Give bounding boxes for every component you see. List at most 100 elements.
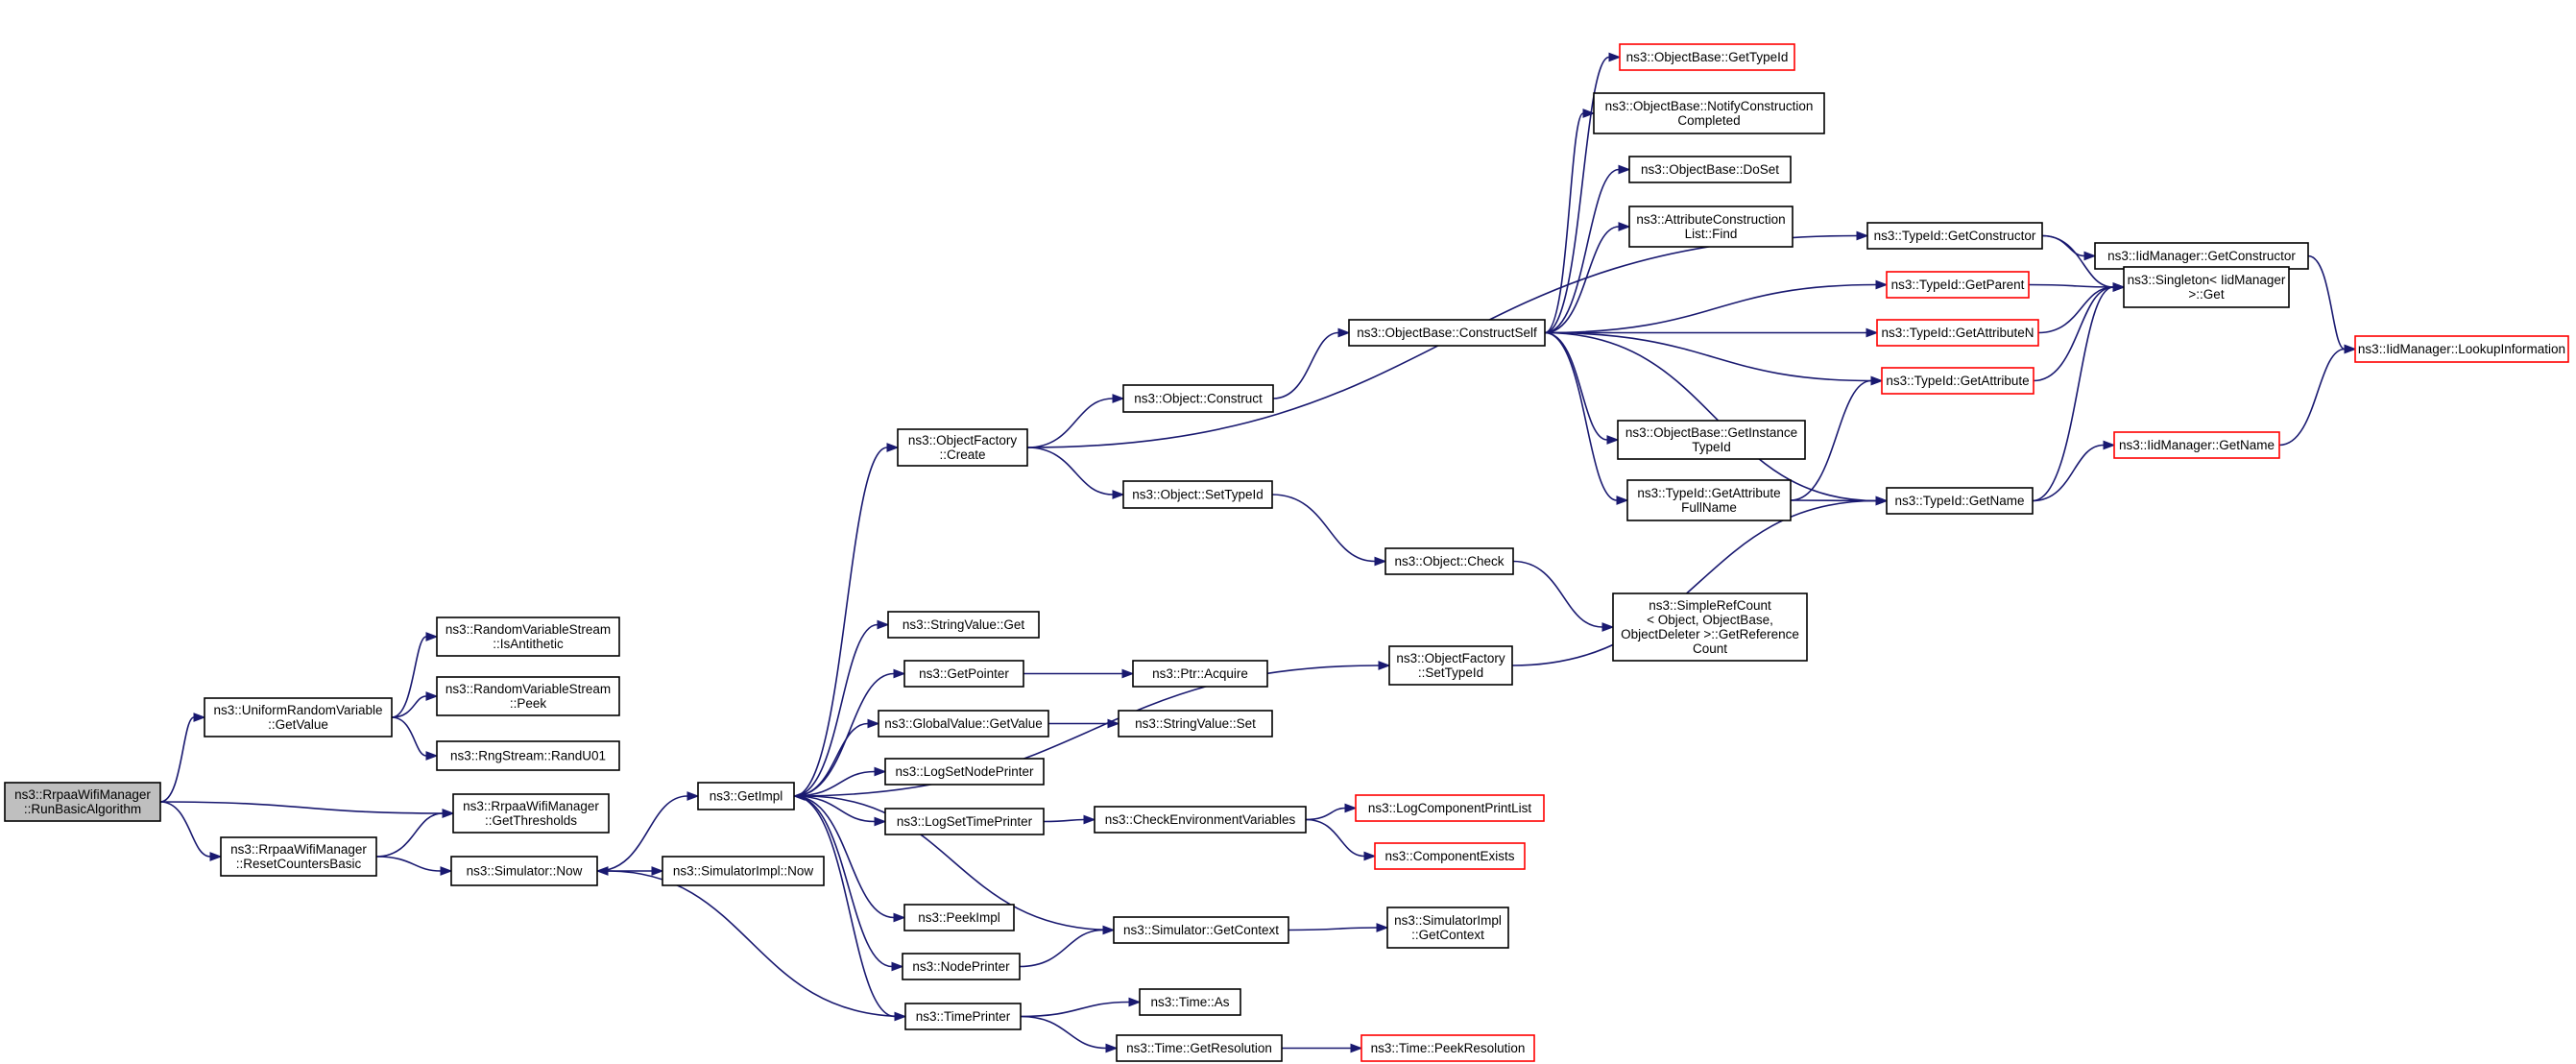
- node-obj-construct[interactable]: ns3::Object::Construct: [1122, 384, 1274, 413]
- edge-line: [793, 795, 893, 968]
- edge-line: [1544, 283, 1877, 334]
- node-obj-check[interactable]: ns3::Object::Check: [1384, 547, 1514, 575]
- node-simimpl-now[interactable]: ns3::SimulatorImpl::Now: [662, 856, 825, 886]
- node-typeid-getconstructor[interactable]: ns3::TypeId::GetConstructor: [1866, 222, 2043, 250]
- node-box: [903, 904, 1015, 931]
- node-logsetnodeprinter[interactable]: ns3::LogSetNodePrinter: [884, 758, 1045, 786]
- arrowhead: [1374, 556, 1387, 567]
- node-stringvalue-get[interactable]: ns3::StringValue::Get: [887, 611, 1040, 639]
- node-globalvalue-getvalue[interactable]: ns3::GlobalValue::GetValue: [878, 710, 1049, 738]
- node-time-as[interactable]: ns3::Time::As: [1139, 988, 1241, 1016]
- node-rng-randu01[interactable]: ns3::RngStream::RandU01: [436, 740, 620, 771]
- node-iid-getconstructor[interactable]: ns3::IidManager::GetConstructor: [2094, 242, 2309, 270]
- node-rvs-peek[interactable]: ns3::RandomVariableStream::Peek: [436, 676, 620, 716]
- node-urv-getvalue[interactable]: ns3::UniformRandomVariable::GetValue: [204, 697, 393, 738]
- arrowhead: [1606, 435, 1620, 445]
- node-label: ns3::PeekImpl: [918, 910, 1000, 925]
- edge-line: [391, 695, 427, 718]
- edge-line: [2028, 283, 2114, 288]
- node-checkenv[interactable]: ns3::CheckEnvironmentVariables: [1094, 806, 1307, 834]
- node-box: [436, 676, 620, 716]
- node-getimpl[interactable]: ns3::GetImpl: [697, 782, 795, 810]
- node-label: ns3::Singleton< IidManager: [2128, 273, 2286, 287]
- node-rrpaa-reset[interactable]: ns3::RrpaaWifiManager::ResetCountersBasi…: [220, 836, 377, 877]
- node-label: ns3::Simulator::Now: [467, 864, 583, 879]
- node-label: ns3::GlobalValue::GetValue: [884, 716, 1043, 731]
- node-typeid-getattr[interactable]: ns3::TypeId::GetAttribute: [1881, 367, 2034, 395]
- node-stringvalue-set[interactable]: ns3::StringValue::Set: [1118, 710, 1273, 738]
- node-simplerefcount[interactable]: ns3::SimpleRefCount< Object, ObjectBase,…: [1612, 592, 1808, 662]
- node-objfact-settypeid[interactable]: ns3::ObjectFactory::SetTypeId: [1388, 645, 1513, 686]
- node-rrpaa-getthr[interactable]: ns3::RrpaaWifiManager::GetThresholds: [452, 793, 610, 834]
- node-label: ObjectDeleter >::GetReference: [1621, 627, 1799, 641]
- arrowhead: [193, 713, 206, 722]
- node-label: ns3::StringValue::Get: [903, 617, 1025, 632]
- node-box: [897, 428, 1028, 467]
- node-logcomponentprintlist[interactable]: ns3::LogComponentPrintList: [1355, 794, 1545, 822]
- node-typeid-getattrn[interactable]: ns3::TypeId::GetAttributeN: [1876, 319, 2039, 347]
- node-box: [902, 953, 1021, 980]
- node-nodeprinter[interactable]: ns3::NodePrinter: [902, 953, 1021, 980]
- node-objbase-notify[interactable]: ns3::ObjectBase::NotifyConstructionCompl…: [1593, 92, 1825, 134]
- node-objbase-constructself[interactable]: ns3::ObjectBase::ConstructSelf: [1348, 319, 1546, 347]
- node-time-peekres[interactable]: ns3::Time::PeekResolution: [1360, 1034, 1535, 1062]
- edge-line: [1272, 331, 1339, 399]
- node-getpointer[interactable]: ns3::GetPointer: [903, 660, 1024, 688]
- edge-line: [1544, 112, 1584, 334]
- edge-typeid-getname-to-iid-getname: [2032, 440, 2116, 502]
- edge-line: [1026, 398, 1114, 448]
- node-label: ns3::UniformRandomVariable: [213, 703, 382, 717]
- node-box: [2113, 431, 2280, 459]
- node-obj-settypeid[interactable]: ns3::Object::SetTypeId: [1122, 480, 1273, 509]
- node-box: [904, 1003, 1022, 1030]
- arrowhead: [1608, 52, 1622, 62]
- node-label: ::Create: [939, 447, 985, 462]
- node-simimpl-getcontext[interactable]: ns3::SimulatorImpl::GetContext: [1386, 907, 1509, 949]
- node-rvs-isanti[interactable]: ns3::RandomVariableStream::IsAntithetic: [436, 617, 620, 657]
- node-objbase-gettypeid[interactable]: ns3::ObjectBase::GetTypeId: [1619, 43, 1795, 71]
- node-box: [1886, 271, 2030, 299]
- arrowhead: [1121, 668, 1135, 679]
- node-ptr-acquire[interactable]: ns3::Ptr::Acquire: [1132, 660, 1268, 688]
- node-time-getres[interactable]: ns3::Time::GetResolution: [1116, 1034, 1283, 1062]
- node-box: [1628, 206, 1794, 248]
- node-componentexists[interactable]: ns3::ComponentExists: [1374, 842, 1526, 870]
- node-label: ::GetValue: [268, 717, 328, 732]
- node-iid-getname[interactable]: ns3::IidManager::GetName: [2113, 431, 2280, 459]
- node-singleton-get[interactable]: ns3::Singleton< IidManager>::Get: [2123, 266, 2290, 308]
- edge-line: [1020, 1015, 1107, 1050]
- node-logsettimeprinter[interactable]: ns3::LogSetTimePrinter: [884, 808, 1045, 835]
- edge-line: [793, 665, 1380, 797]
- node-box: [2123, 266, 2290, 308]
- node-iid-lookup[interactable]: ns3::IidManager::LookupInformation: [2354, 335, 2569, 363]
- node-box: [436, 617, 620, 657]
- edge-line: [2307, 254, 2346, 351]
- edge-line: [793, 447, 888, 797]
- node-objbase-doset[interactable]: ns3::ObjectBase::DoSet: [1628, 156, 1792, 183]
- arrowhead: [425, 632, 439, 641]
- node-sim-getcontext[interactable]: ns3::Simulator::GetContext: [1113, 916, 1289, 944]
- node-timeprinter[interactable]: ns3::TimePrinter: [904, 1003, 1022, 1030]
- arrowhead: [1128, 997, 1142, 1007]
- node-box: [1628, 156, 1792, 183]
- node-typeid-getparent[interactable]: ns3::TypeId::GetParent: [1886, 271, 2030, 299]
- edge-line: [793, 722, 869, 797]
- edge-line: [1544, 56, 1610, 334]
- node-typeid-getname[interactable]: ns3::TypeId::GetName: [1886, 487, 2034, 515]
- edge-objbase-constructself-to-typeid-getattrn: [1545, 327, 1879, 338]
- node-sim-now[interactable]: ns3::Simulator::Now: [450, 856, 598, 886]
- arrowhead: [686, 791, 700, 801]
- node-root[interactable]: ns3::RrpaaWifiManager::RunBasicAlgorithm: [4, 782, 161, 822]
- edge-obj-settypeid-to-obj-check: [1271, 494, 1387, 567]
- edge-line: [2037, 286, 2114, 334]
- node-label: ns3::ObjectBase::NotifyConstruction: [1605, 99, 1814, 113]
- edge-line: [2032, 444, 2105, 502]
- node-label: ns3::TypeId::GetAttribute: [1637, 486, 1780, 500]
- node-peekimpl[interactable]: ns3::PeekImpl: [903, 904, 1015, 931]
- node-label: ns3::SimulatorImpl::Now: [673, 864, 814, 879]
- node-objfact-create[interactable]: ns3::ObjectFactory::Create: [897, 428, 1028, 467]
